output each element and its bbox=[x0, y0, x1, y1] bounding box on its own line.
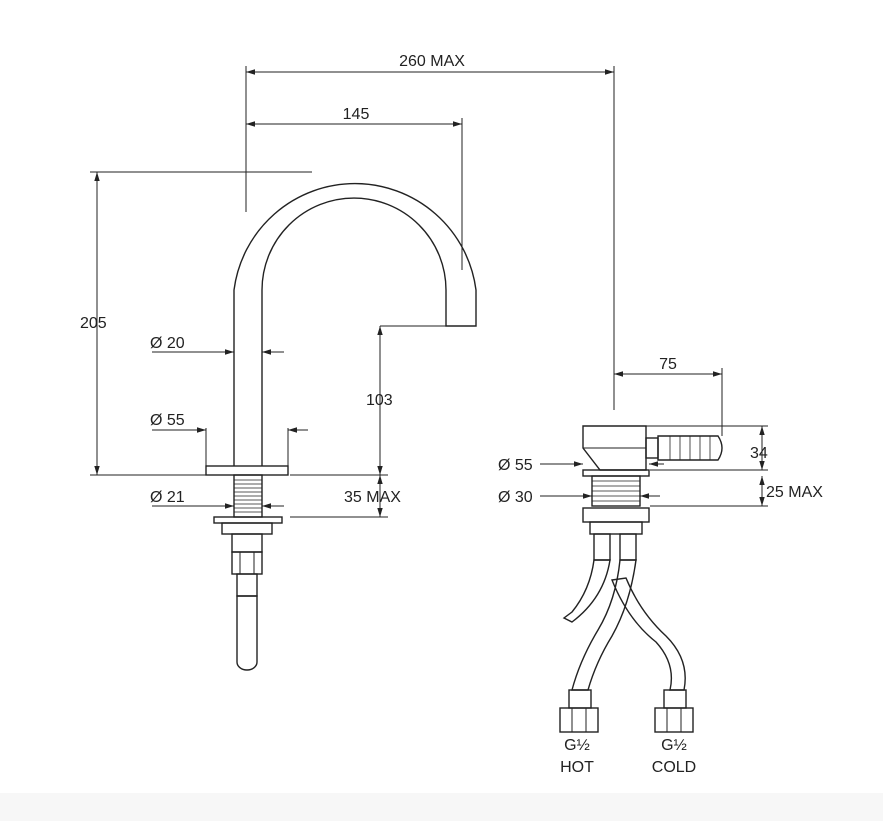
label-spout-base-diameter: Ø 55 bbox=[150, 412, 185, 429]
mixer-outline bbox=[559, 425, 723, 733]
label-mixer-shank-diameter: Ø 30 bbox=[498, 489, 533, 506]
label-hot: HOT bbox=[560, 759, 594, 776]
label-spout-shank-length: 35 MAX bbox=[344, 489, 401, 506]
label-cold: COLD bbox=[652, 759, 696, 776]
label-spout-reach: 145 bbox=[343, 106, 370, 123]
label-overall-reach: 260 MAX bbox=[399, 53, 465, 70]
label-cold-thread: G½ bbox=[661, 737, 687, 754]
label-mixer-handle-length: 75 bbox=[659, 356, 677, 373]
label-mixer-shank-length: 25 MAX bbox=[766, 484, 823, 501]
label-spout-outlet-height: 103 bbox=[366, 392, 393, 409]
label-spout-height: 205 bbox=[80, 315, 107, 332]
spout-outline bbox=[205, 182, 477, 671]
label-spout-shank-diameter: Ø 21 bbox=[150, 489, 185, 506]
label-hot-thread: G½ bbox=[564, 737, 590, 754]
label-mixer-body-height: 34 bbox=[750, 445, 768, 462]
label-mixer-base-diameter: Ø 55 bbox=[498, 457, 533, 474]
bottom-strip bbox=[0, 793, 883, 821]
dimension-lines bbox=[90, 66, 768, 518]
label-spout-diameter: Ø 20 bbox=[150, 335, 185, 352]
